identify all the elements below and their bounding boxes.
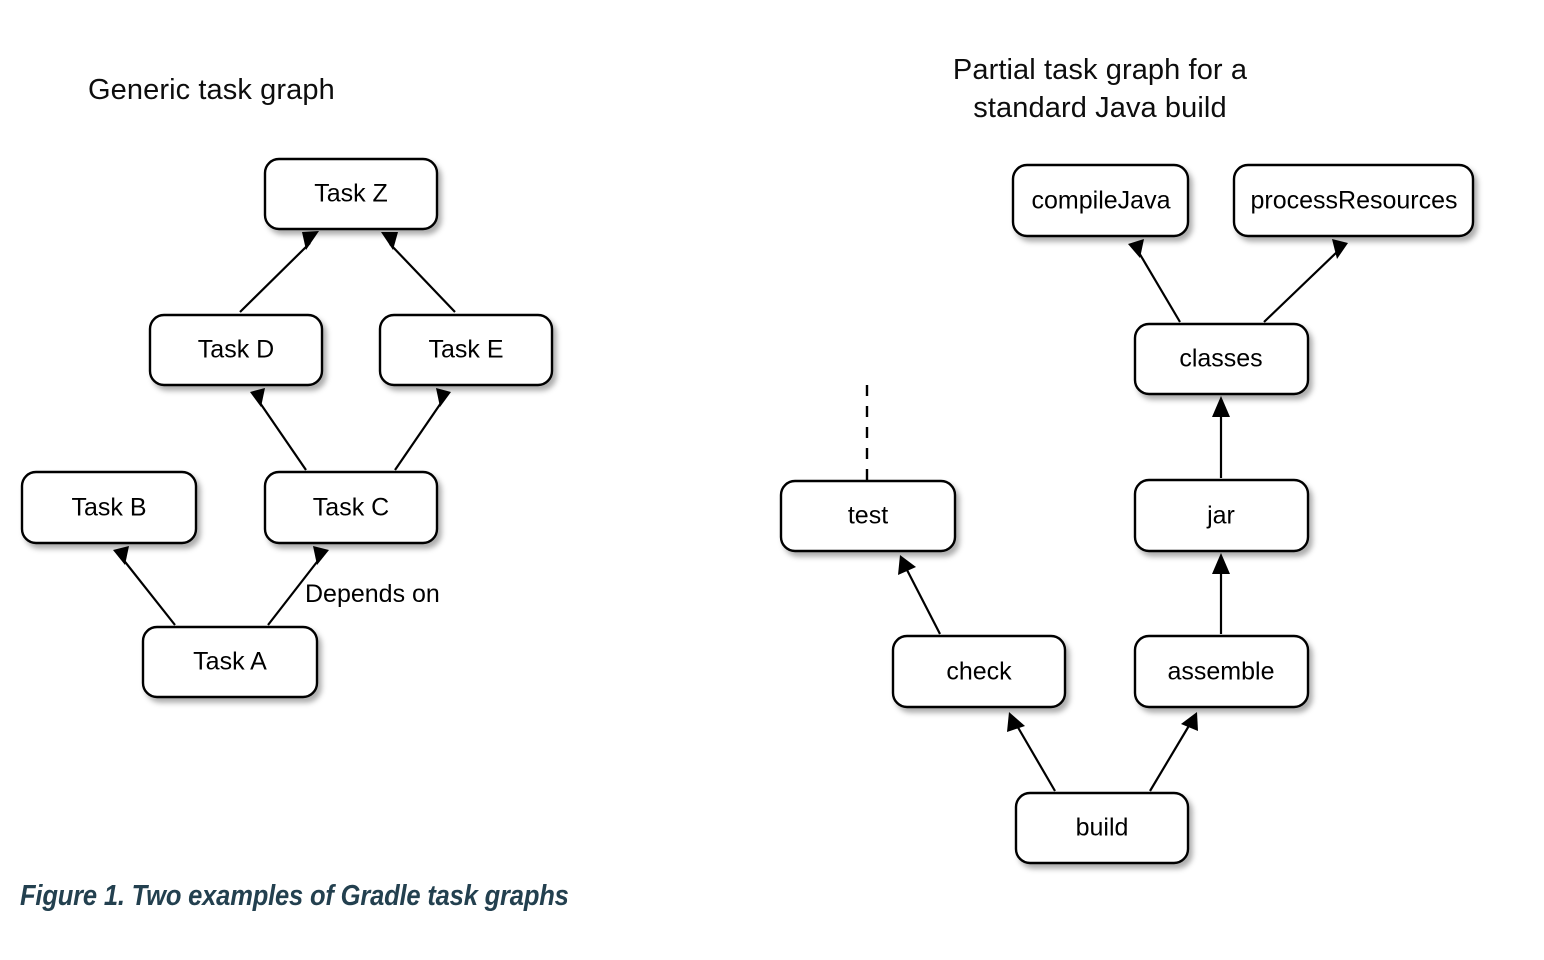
edge-check-to-test bbox=[898, 555, 941, 635]
node-task-c[interactable]: Task C bbox=[263, 470, 439, 545]
edge-taskC-to-taskE bbox=[394, 388, 451, 471]
edge-build-to-assemble bbox=[1149, 712, 1198, 792]
node-process-resources[interactable]: processResources bbox=[1232, 163, 1475, 238]
node-label-jar: jar bbox=[1206, 502, 1235, 530]
node-label-task-b: Task B bbox=[71, 494, 146, 522]
node-task-e[interactable]: Task E bbox=[378, 313, 554, 387]
nodes-java-build-graph: compileJava processResources classes tes… bbox=[779, 163, 1475, 865]
node-assemble[interactable]: assemble bbox=[1133, 634, 1310, 709]
nodes-generic-graph: Task Z Task D Task E Task B Task C Task … bbox=[20, 157, 554, 699]
node-label-assemble: assemble bbox=[1168, 658, 1275, 686]
edge-jar-to-classes bbox=[1212, 396, 1230, 478]
edge-taskA-to-taskC bbox=[267, 546, 329, 626]
edge-taskC-to-taskD bbox=[250, 388, 307, 471]
node-classes[interactable]: classes bbox=[1133, 322, 1310, 396]
node-label-build: build bbox=[1076, 814, 1129, 842]
node-task-a[interactable]: Task A bbox=[141, 625, 319, 699]
panel-title-generic-task-graph: Generic task graph bbox=[88, 74, 335, 106]
edge-classes-to-compileJava bbox=[1128, 239, 1181, 323]
node-label-process-resources: processResources bbox=[1250, 187, 1457, 215]
node-label-check: check bbox=[946, 658, 1012, 686]
edge-build-to-check bbox=[1007, 712, 1056, 792]
node-label-task-d: Task D bbox=[198, 336, 274, 364]
node-test[interactable]: test bbox=[779, 479, 957, 553]
node-label-classes: classes bbox=[1179, 345, 1262, 373]
node-build[interactable]: build bbox=[1014, 791, 1190, 865]
edge-classes-to-processResources bbox=[1263, 239, 1348, 323]
node-label-test: test bbox=[848, 502, 888, 530]
node-label-compile-java: compileJava bbox=[1032, 187, 1171, 215]
node-task-z[interactable]: Task Z bbox=[263, 157, 439, 231]
edge-taskA-to-taskB bbox=[113, 546, 176, 626]
node-label-task-z: Task Z bbox=[314, 180, 388, 208]
node-compile-java[interactable]: compileJava bbox=[1011, 163, 1190, 238]
edge-taskD-to-taskZ bbox=[239, 231, 319, 313]
edge-assemble-to-jar bbox=[1212, 553, 1230, 634]
node-task-b[interactable]: Task B bbox=[20, 470, 198, 545]
node-label-task-e: Task E bbox=[428, 336, 503, 364]
node-label-task-c: Task C bbox=[313, 494, 389, 522]
edge-label-depends-on: Depends on bbox=[305, 580, 440, 608]
node-check[interactable]: check bbox=[891, 634, 1067, 709]
node-task-d[interactable]: Task D bbox=[148, 313, 324, 387]
figure-caption: Figure 1. Two examples of Gradle task gr… bbox=[20, 880, 569, 912]
edges-java-build-graph bbox=[865, 239, 1348, 792]
edges-generic-graph bbox=[113, 231, 456, 626]
edge-taskE-to-taskZ bbox=[381, 232, 456, 313]
node-jar[interactable]: jar bbox=[1133, 478, 1310, 553]
node-label-task-a: Task A bbox=[193, 648, 267, 676]
panel-title-java-build: Partial task graph for a standard Java b… bbox=[952, 54, 1248, 125]
